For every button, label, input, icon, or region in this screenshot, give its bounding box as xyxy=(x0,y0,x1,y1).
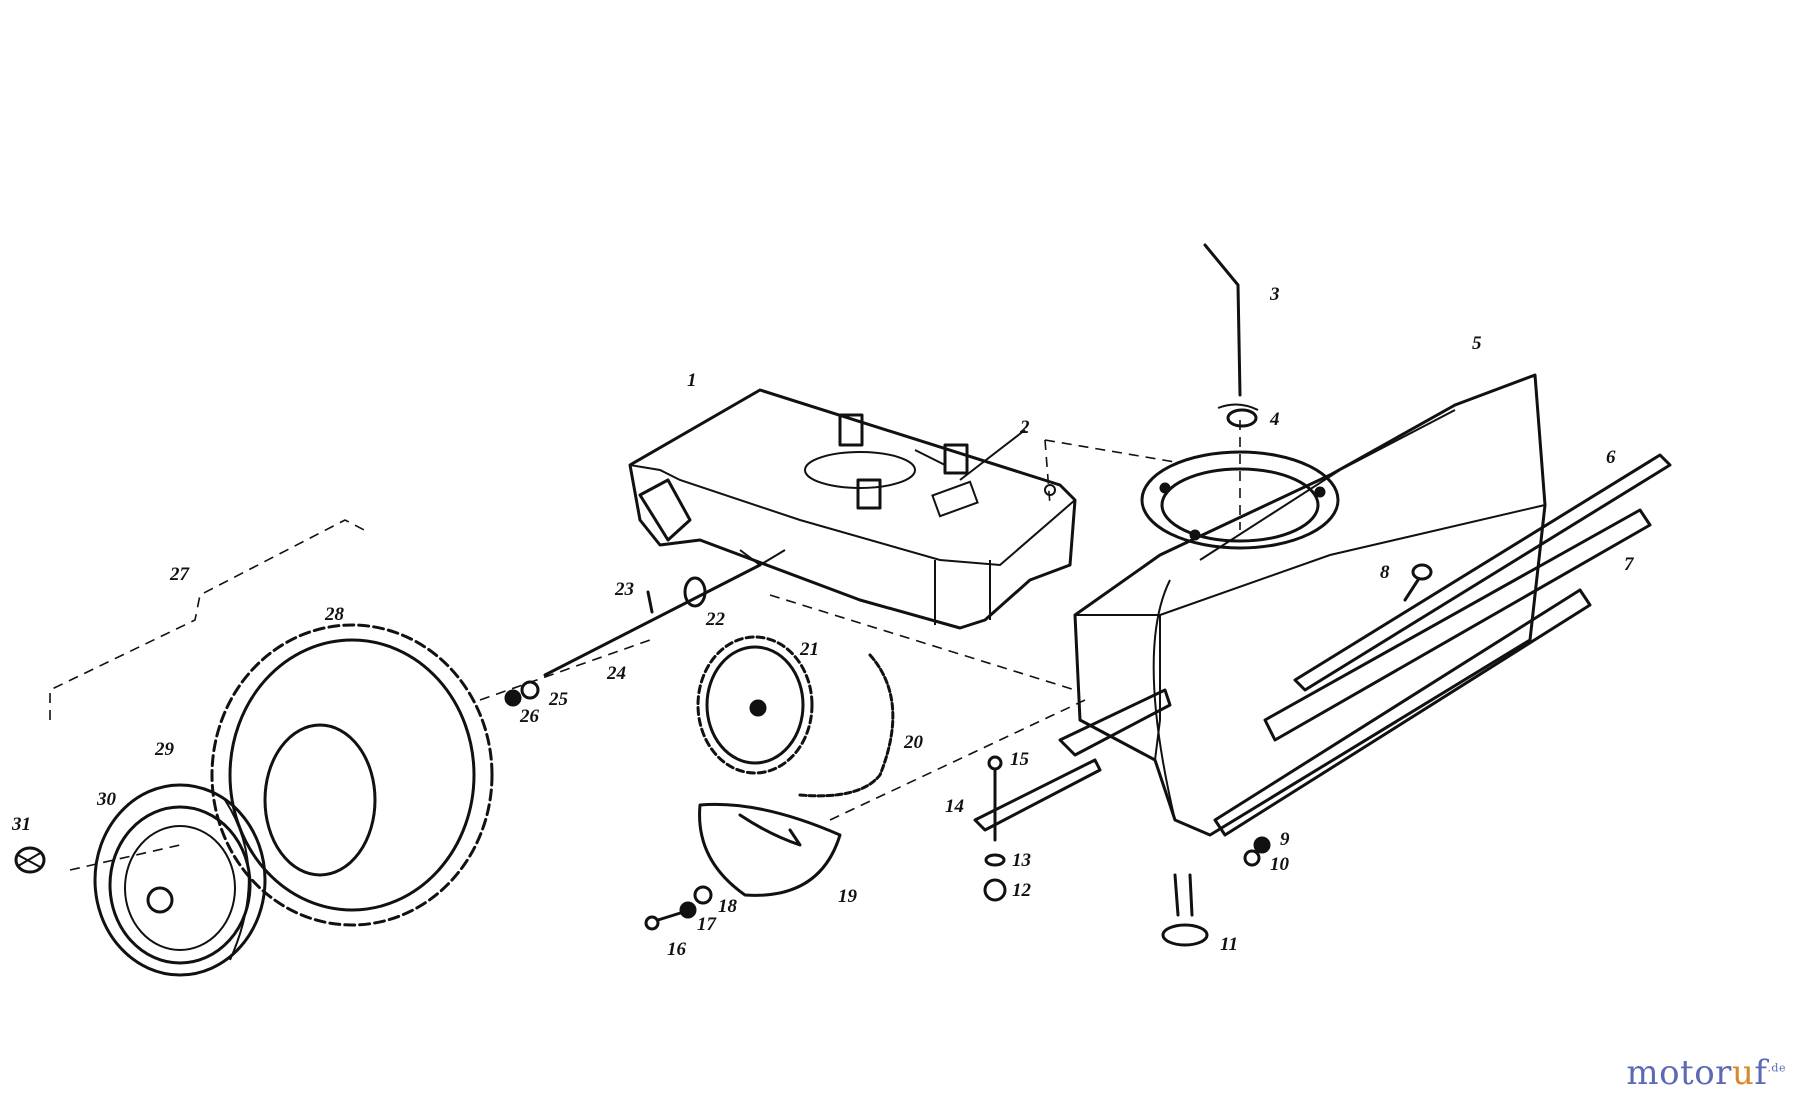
label-14: 14 xyxy=(945,796,964,817)
label-4: 4 xyxy=(1269,409,1280,430)
label-23: 23 xyxy=(614,579,634,600)
bracket-bolt xyxy=(987,755,1003,842)
label-16: 16 xyxy=(667,939,687,960)
label-1: 1 xyxy=(687,370,697,391)
wheel-rim xyxy=(93,783,267,977)
blade-washer xyxy=(1243,849,1261,867)
axle-washer xyxy=(520,680,540,700)
assembly-guides xyxy=(49,420,1241,871)
label-17: 17 xyxy=(697,914,718,935)
label-13: 13 xyxy=(1012,850,1031,871)
watermark-suffix: .de xyxy=(1767,1061,1786,1075)
watermark-brand-a: motor xyxy=(1626,1053,1732,1093)
label-6: 6 xyxy=(1606,447,1616,468)
plough-blade xyxy=(1058,373,1547,837)
label-26: 26 xyxy=(519,706,540,727)
label-5: 5 xyxy=(1472,333,1482,354)
hub-cap xyxy=(14,846,46,874)
watermark-brand-b: u xyxy=(1731,1053,1755,1093)
chain-cover xyxy=(698,802,842,897)
label-24: 24 xyxy=(606,663,626,684)
label-22: 22 xyxy=(705,609,726,630)
lock-pin xyxy=(1403,563,1433,602)
cover-washer xyxy=(693,885,713,905)
cover-nut xyxy=(679,901,697,919)
tyre xyxy=(210,623,494,927)
sprocket xyxy=(696,635,814,775)
label-2: 2 xyxy=(1019,417,1030,438)
label-27: 27 xyxy=(169,564,191,585)
axle xyxy=(543,549,786,677)
motoruf-watermark: motoruf.de xyxy=(1626,1053,1786,1093)
label-10: 10 xyxy=(1270,854,1290,875)
bracket-washer xyxy=(984,853,1006,867)
label-9: 9 xyxy=(1280,829,1290,850)
label-25: 25 xyxy=(548,689,569,710)
gearbox-housing xyxy=(628,388,1077,630)
label-3: 3 xyxy=(1269,284,1280,305)
drive-chain xyxy=(798,653,895,798)
wear-strip-upper xyxy=(1293,453,1672,692)
label-20: 20 xyxy=(903,732,924,753)
label-7: 7 xyxy=(1624,554,1635,575)
wear-strip-middle xyxy=(1263,508,1652,742)
spring-clip xyxy=(1226,408,1258,428)
label-12: 12 xyxy=(1012,880,1032,901)
crank-handle xyxy=(1203,243,1259,411)
watermark-brand-c: f xyxy=(1754,1053,1768,1093)
label-15: 15 xyxy=(1010,749,1030,770)
ring-plate xyxy=(1140,450,1340,550)
label-30: 30 xyxy=(96,789,117,810)
leader-line-2 xyxy=(959,429,1026,481)
label-21: 21 xyxy=(799,639,819,660)
label-31: 31 xyxy=(11,814,31,835)
wear-strip-lower xyxy=(1213,588,1592,837)
label-8: 8 xyxy=(1380,562,1390,583)
label-28: 28 xyxy=(324,604,345,625)
axle-nut xyxy=(504,689,522,707)
mount-bracket xyxy=(973,758,1102,832)
bracket-nut xyxy=(983,878,1007,902)
label-19: 19 xyxy=(838,886,858,907)
part-labels: 1 2 3 4 5 6 7 8 9 10 11 12 13 14 15 16 1… xyxy=(11,284,1635,960)
label-29: 29 xyxy=(154,739,175,760)
label-11: 11 xyxy=(1220,934,1238,955)
skid-foot xyxy=(1161,873,1209,947)
label-18: 18 xyxy=(718,896,738,917)
blade-nut xyxy=(1253,836,1271,854)
